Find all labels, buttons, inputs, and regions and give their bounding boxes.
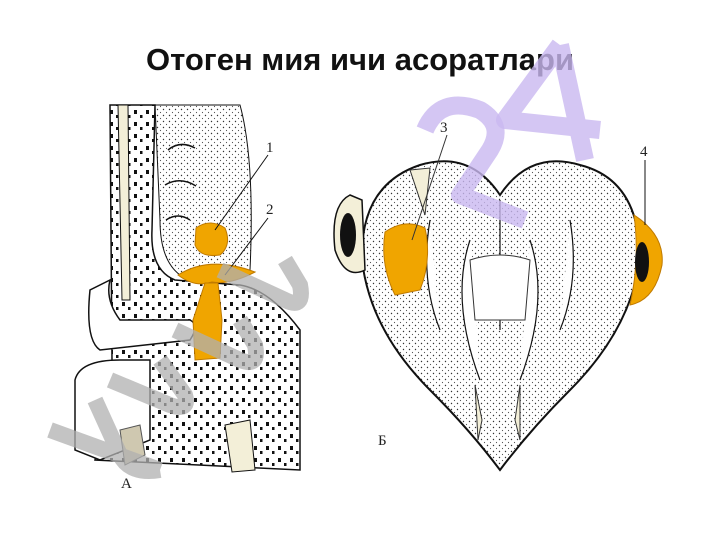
slide-title: Отоген мия ичи асоратлари bbox=[145, 42, 575, 77]
panel-a-temporal-section: 1 2 А bbox=[74, 104, 301, 492]
label-4: 4 bbox=[640, 144, 648, 160]
label-3: 3 bbox=[440, 120, 448, 136]
abscess-1 bbox=[194, 222, 229, 256]
watermark-gray-letters bbox=[47, 255, 309, 479]
panel-b-cerebellum-section: 3 4 Б bbox=[333, 120, 663, 472]
label-2: 2 bbox=[266, 202, 274, 218]
label-1: 1 bbox=[266, 140, 274, 156]
panel-b-label: Б bbox=[378, 433, 387, 449]
panel-a-label: А bbox=[121, 476, 132, 492]
watermark bbox=[47, 39, 601, 479]
abscess-3 bbox=[383, 223, 429, 296]
watermark-purple-digits bbox=[416, 39, 601, 229]
